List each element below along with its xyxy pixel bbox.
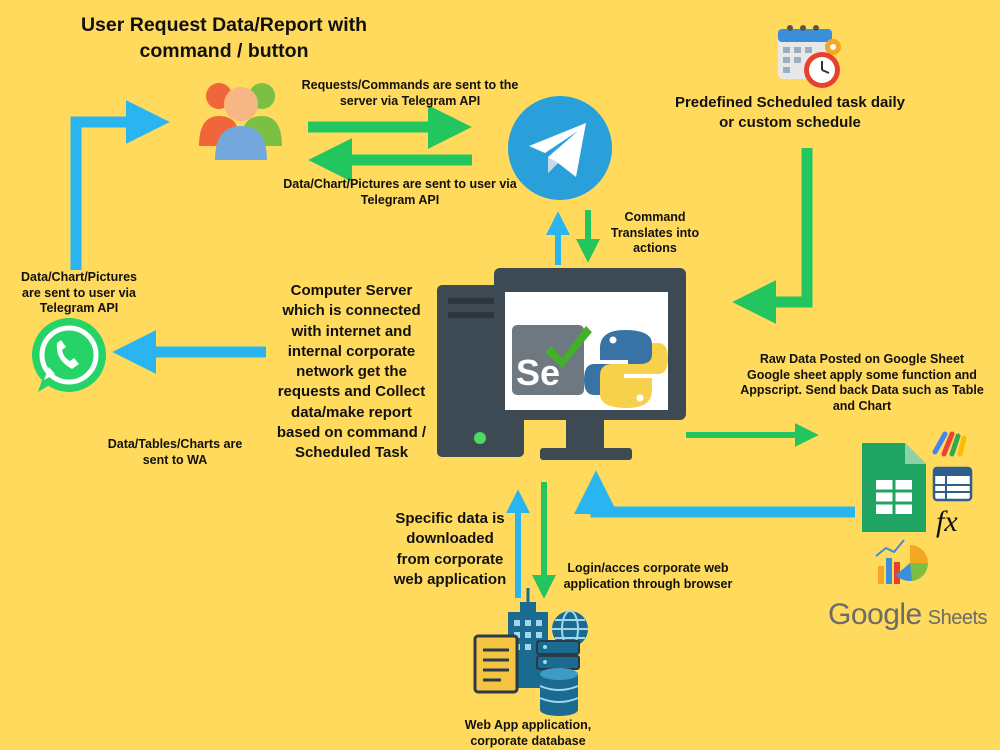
apps-script-icon: [932, 431, 967, 457]
function-icon: fx: [936, 505, 958, 538]
whatsapp-icon: [32, 318, 106, 392]
label-specific-data: Specific data is downloaded from corpora…: [393, 510, 507, 588]
selenium-logo-text: Se: [516, 352, 561, 393]
arrow-sheets-to-server: [574, 470, 855, 518]
label-raw-data-sheet: Raw Data Posted on Google Sheet Google s…: [740, 352, 984, 413]
label-login-access: Login/acces corporate web application th…: [563, 561, 733, 591]
table-icon: [932, 466, 973, 502]
telegram-icon: [508, 96, 612, 200]
diagram-title: User Request Data/Report with command / …: [80, 14, 368, 63]
label-data-to-wa: Data/Tables/Charts are sent to WA: [107, 437, 243, 467]
document-icon: [473, 634, 519, 694]
selenium-icon: [512, 325, 592, 395]
label-scheduled-task: Predefined Scheduled task daily or custo…: [674, 94, 906, 132]
arrow-schedule-to-server: [732, 148, 813, 324]
users-icon: [199, 83, 282, 160]
google-logo-text: Google: [828, 598, 922, 631]
arrow-whatsapp-to-users: [70, 100, 170, 270]
database-icon: [539, 668, 579, 716]
label-requests-to-server: Requests/Commands are sent to the server…: [301, 78, 519, 108]
label-server-description: Computer Server which is connected with …: [276, 282, 427, 461]
python-icon: [584, 330, 668, 408]
sheets-logo-text: Sheets: [927, 607, 988, 629]
calendar-clock-icon: [778, 25, 841, 88]
server-rack-icon: [536, 640, 580, 670]
label-data-to-user-telegram: Data/Chart/Pictures are sent to user via…: [283, 177, 517, 207]
google-sheets-icon: [862, 443, 926, 532]
label-web-app: Web App application, corporate database: [464, 718, 592, 748]
label-left-data-to-user: Data/Chart/Pictures are sent to user via…: [20, 270, 137, 316]
label-command-translate: Command Translates into actions: [610, 210, 700, 256]
chart-icon: [875, 539, 929, 584]
